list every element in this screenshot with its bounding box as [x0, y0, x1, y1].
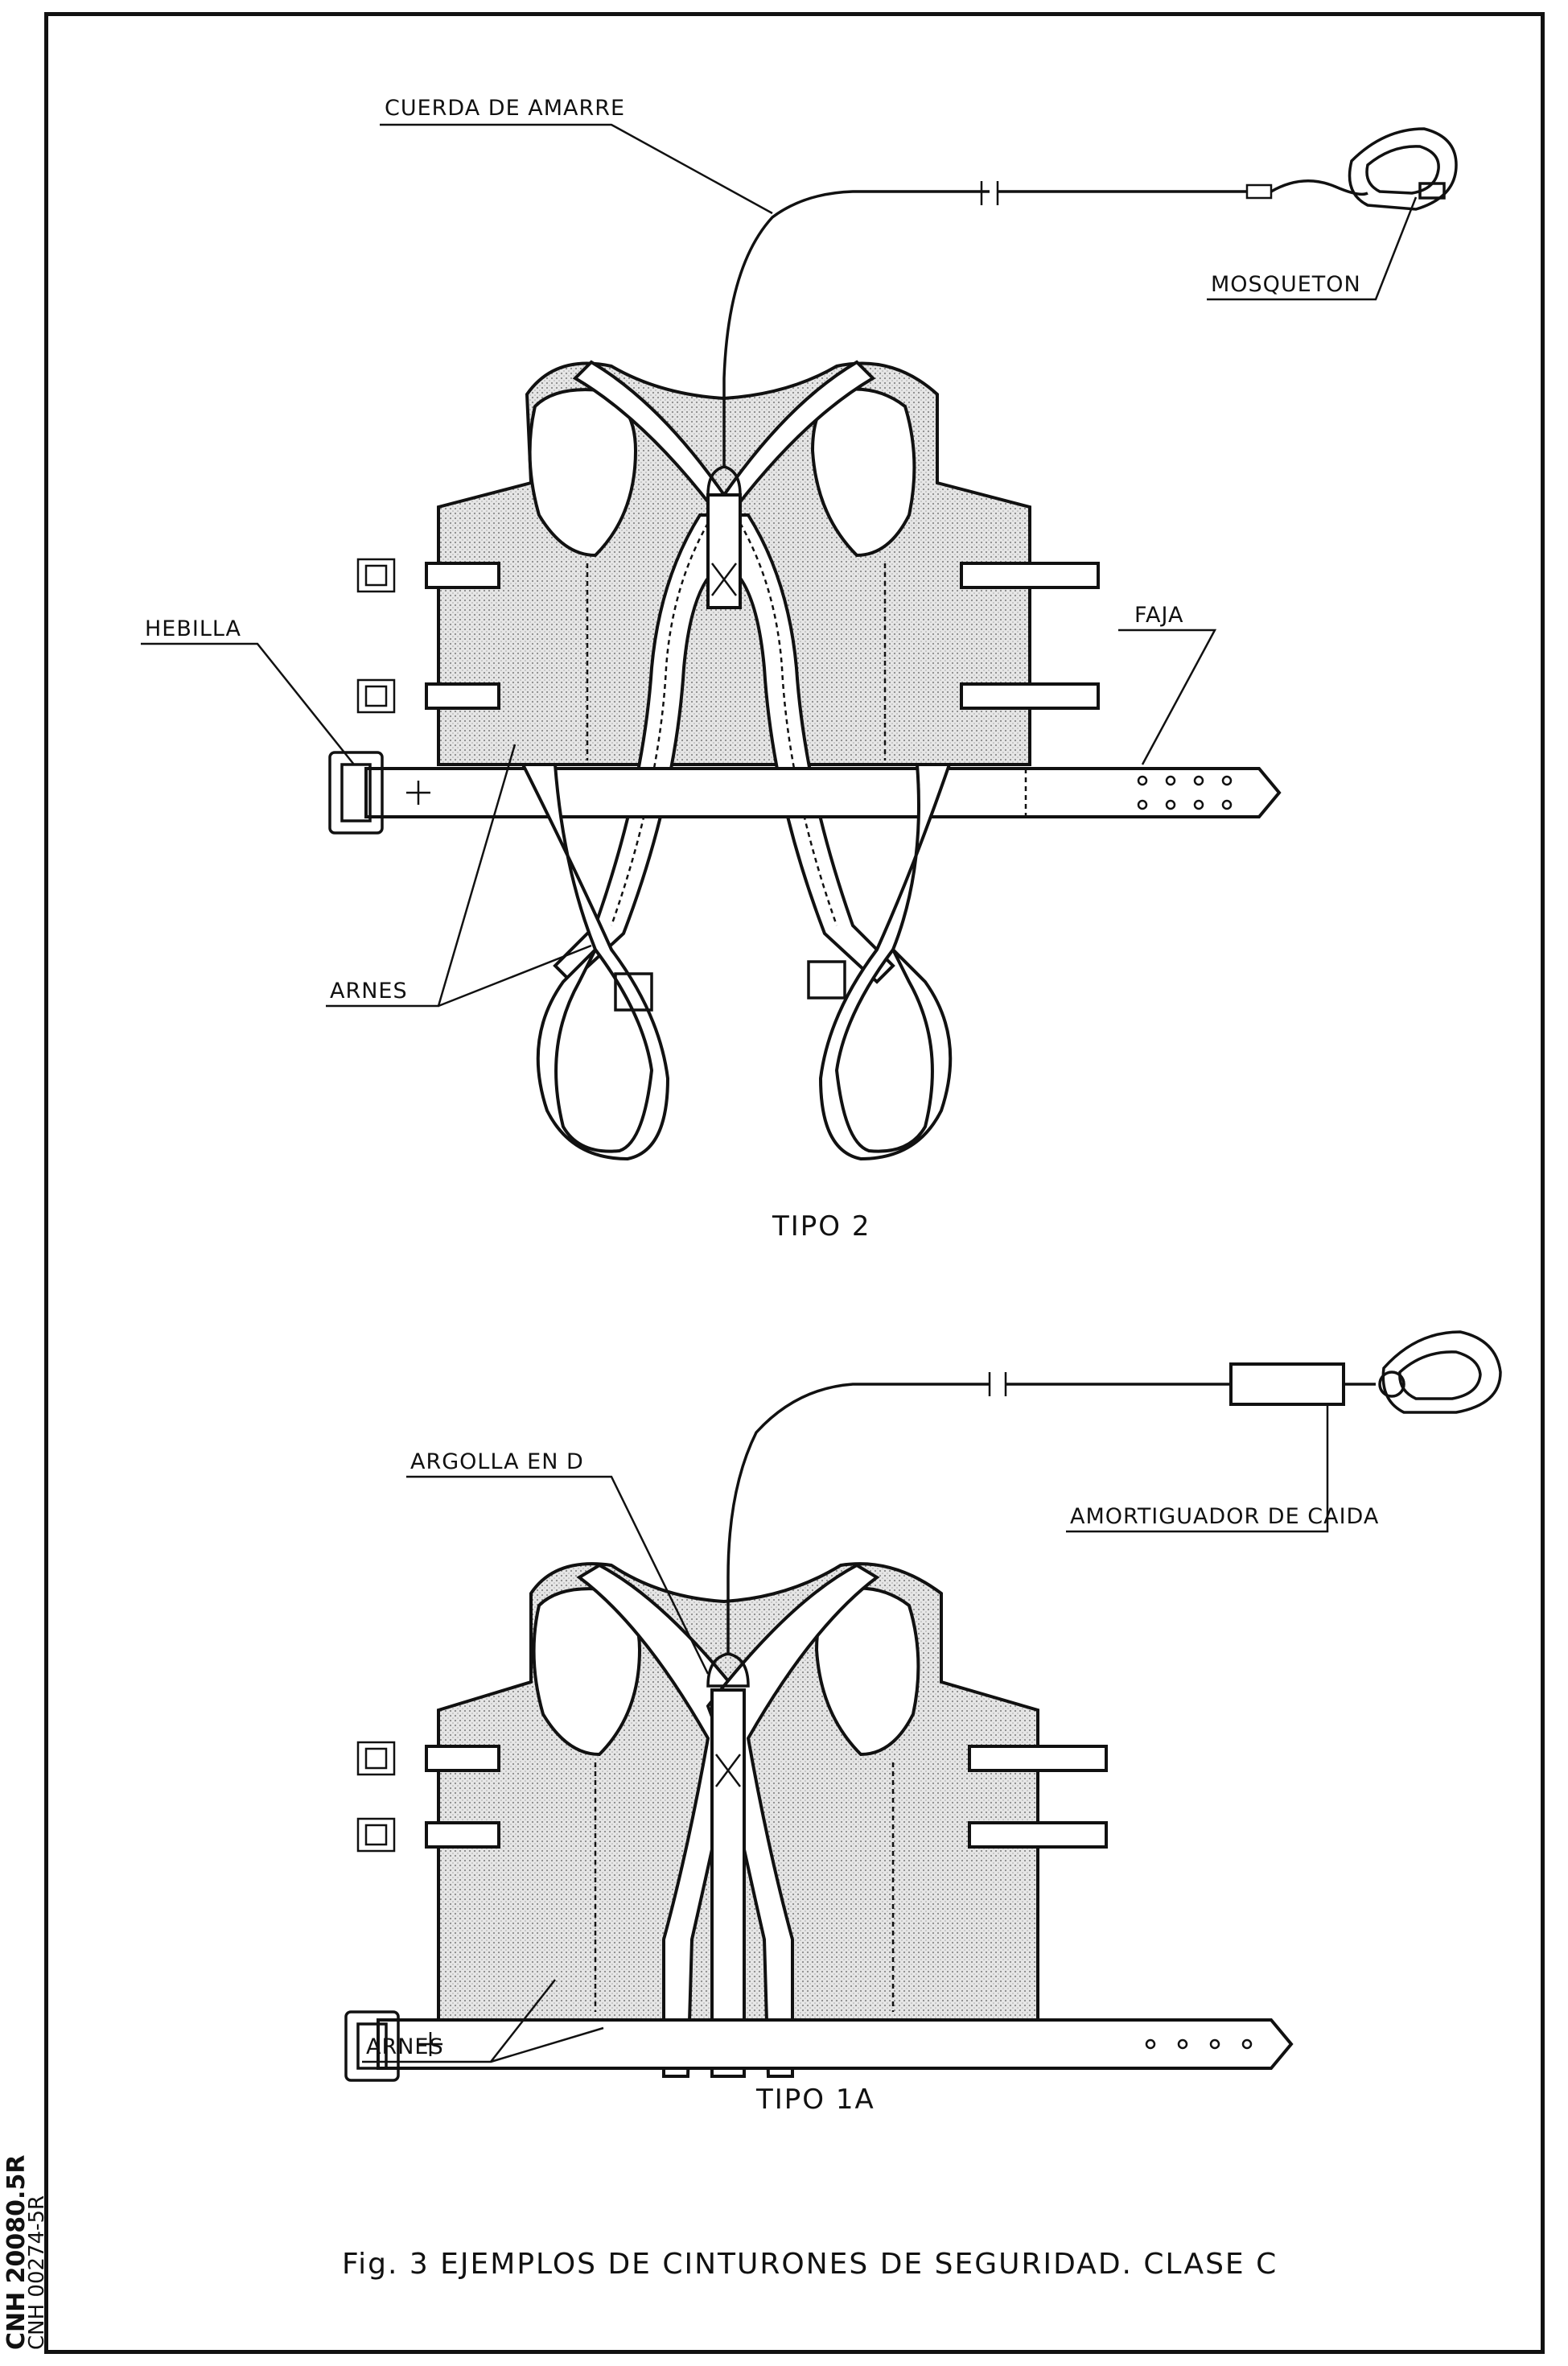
belt-holes-top — [1137, 775, 1233, 810]
belt-holes-bottom — [1145, 2038, 1253, 2050]
label-argolla-en-d: ARGOLLA EN D — [410, 1449, 584, 1474]
side-straps-bottom — [356, 1741, 1108, 1853]
harness-type-2 — [328, 127, 1458, 1161]
carabiner-mosqueton — [1348, 127, 1458, 211]
shock-absorber — [1229, 1362, 1345, 1406]
label-arnes-bottom: ARNES — [366, 2034, 444, 2059]
label-hebilla: HEBILLA — [145, 616, 241, 641]
figure-caption: Fig. 3 EJEMPLOS DE CINTURONES DE SEGURID… — [342, 2248, 1278, 2281]
side-codes: CNH 20080.5R CNH 00274-5R — [2, 2155, 49, 2350]
leg-strap-left — [520, 763, 670, 1161]
lanyard-rope-top — [722, 190, 990, 467]
label-amortiguador-de-caida: AMORTIGUADOR DE CAIDA — [1070, 1504, 1379, 1529]
armhole-right-bottom — [814, 1586, 920, 1757]
belt-bottom — [377, 2018, 1294, 2070]
harness-type-1a — [344, 1330, 1502, 2082]
d-ring-top — [706, 465, 742, 497]
lanyard-rope-bottom — [726, 1383, 990, 1654]
label-mosqueton: MOSQUETON — [1211, 272, 1361, 297]
label-arnes-top: ARNES — [330, 979, 408, 1004]
title-tipo-1a: TIPO 1A — [755, 2084, 875, 2116]
buckle-hebilla-top — [328, 751, 384, 835]
figure-frame — [44, 12, 1545, 2354]
side-code-2: CNH 00274-5R — [25, 2195, 49, 2350]
belt-faja-top — [364, 767, 1282, 818]
d-ring-bottom — [706, 1652, 750, 1688]
side-code-1: CNH 20080.5R — [2, 2155, 31, 2350]
label-cuerda-de-amarre: CUERDA DE AMARRE — [385, 96, 625, 121]
label-faja: FAJA — [1134, 603, 1183, 628]
buckle-bottom — [344, 2010, 400, 2082]
carabiner-bottom — [1381, 1330, 1502, 1414]
leg-strap-right — [818, 763, 953, 1161]
labels: CUERDA DE AMARRE MOSQUETON HEBILLA FAJA … — [141, 96, 1418, 2063]
title-tipo-2: TIPO 2 — [772, 1210, 871, 1243]
side-straps-top — [356, 558, 1100, 714]
armhole-right-top — [810, 387, 916, 558]
